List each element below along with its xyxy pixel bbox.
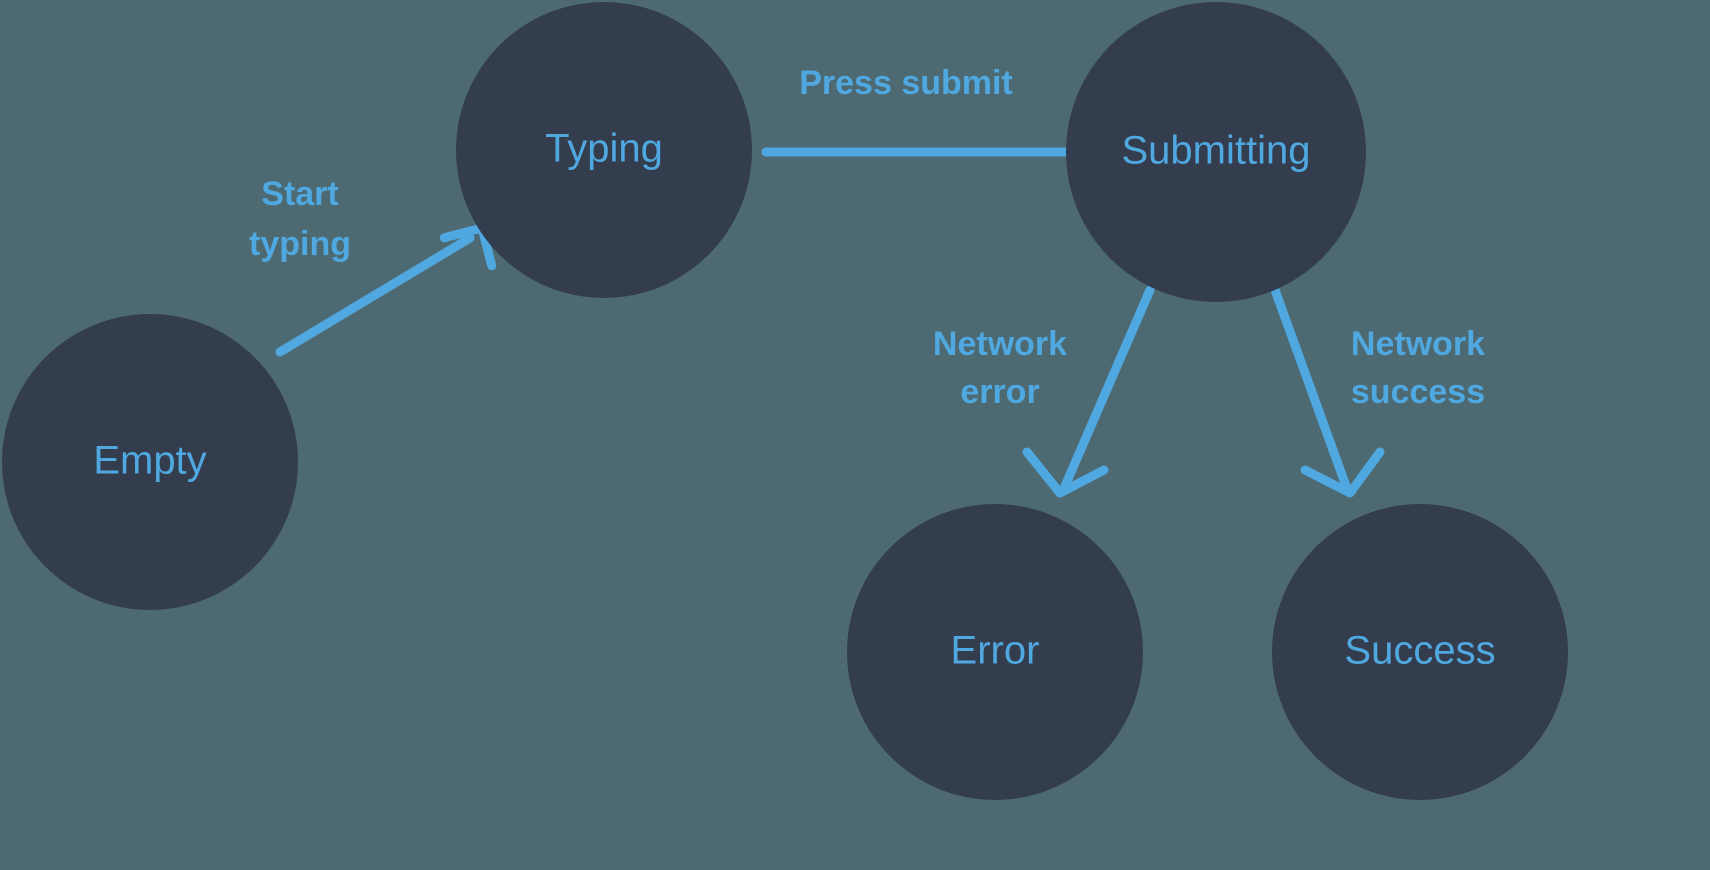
node-success-circle[interactable] bbox=[1272, 504, 1568, 800]
edge-label-network-error: Network error bbox=[933, 325, 1067, 411]
edge-network-error bbox=[1022, 285, 1155, 498]
edge-label-network-success-line2: success bbox=[1351, 373, 1485, 411]
edge-network-error-arrowhead bbox=[1022, 447, 1109, 498]
edge-network-success-line bbox=[1270, 285, 1351, 491]
edge-label-network-error-line1: Network bbox=[933, 325, 1067, 363]
edge-label-network-success-line1: Network bbox=[1351, 325, 1485, 363]
node-empty[interactable]: Empty bbox=[2, 314, 298, 610]
edge-label-network-success: Network success bbox=[1351, 325, 1485, 411]
node-error[interactable]: Error bbox=[847, 504, 1143, 800]
node-typing-circle[interactable] bbox=[456, 2, 752, 298]
edge-label-start-typing: Start typing bbox=[249, 175, 351, 263]
edge-label-press-submit: Press submit bbox=[799, 64, 1013, 102]
edge-label-network-error-line2: error bbox=[960, 373, 1039, 411]
node-submitting[interactable]: Submitting bbox=[1066, 2, 1366, 302]
node-typing[interactable]: Typing bbox=[456, 2, 752, 298]
node-success[interactable]: Success bbox=[1272, 504, 1568, 800]
node-typing-label: Typing bbox=[545, 127, 663, 171]
edge-start-typing-line bbox=[275, 233, 475, 357]
edge-network-success bbox=[1270, 285, 1385, 498]
node-success-label: Success bbox=[1344, 629, 1495, 673]
node-empty-label: Empty bbox=[93, 439, 206, 483]
edge-label-start-typing-line2: typing bbox=[249, 225, 351, 263]
edge-label-start-typing-line1: Start bbox=[261, 175, 338, 213]
node-submitting-circle[interactable] bbox=[1066, 2, 1366, 302]
node-empty-circle[interactable] bbox=[2, 314, 298, 610]
node-error-label: Error bbox=[951, 629, 1040, 673]
node-submitting-label: Submitting bbox=[1122, 129, 1311, 173]
node-error-circle[interactable] bbox=[847, 504, 1143, 800]
edge-network-success-arrowhead bbox=[1300, 447, 1385, 498]
edge-label-press-submit-line1: Press submit bbox=[799, 64, 1013, 102]
edge-network-error-line bbox=[1060, 285, 1155, 491]
